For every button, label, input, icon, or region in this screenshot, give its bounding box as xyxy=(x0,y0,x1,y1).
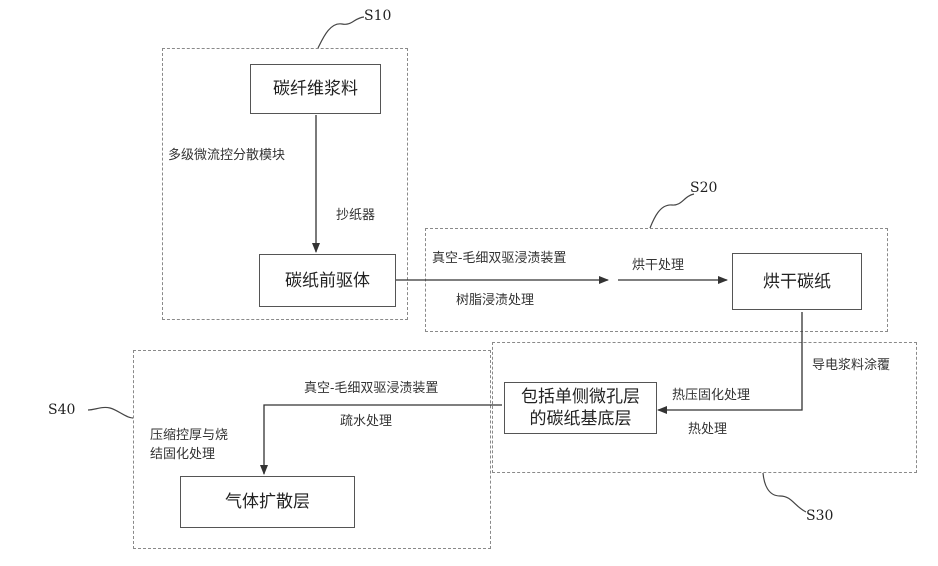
hydrophobic-label: 疏水处理 xyxy=(340,414,392,430)
resin-impregnation-label: 树脂浸渍处理 xyxy=(456,293,534,309)
paper-machine-label: 抄纸器 xyxy=(336,208,375,224)
compress-line-2: 结固化处理 xyxy=(150,445,228,464)
compress-line-1: 压缩控厚与烧 xyxy=(150,426,228,445)
s20-leader xyxy=(650,194,694,228)
s30-leader xyxy=(763,473,806,512)
substrate-line-1: 包括单侧微孔层 xyxy=(521,386,640,408)
substrate-line-2: 的碳纸基底层 xyxy=(530,408,632,430)
gas-diffusion-layer-box: 气体扩散层 xyxy=(180,476,355,528)
conductive-coating-label: 导电浆料涂覆 xyxy=(812,358,890,374)
step-s30-label: S30 xyxy=(806,508,833,524)
s10-leader xyxy=(318,17,364,48)
dried-paper-box: 烘干碳纸 xyxy=(732,253,862,310)
carbon-slurry-box: 碳纤维浆料 xyxy=(250,64,381,114)
vacuum-device-label-2: 真空-毛细双驱浸渍装置 xyxy=(304,381,438,397)
s40-leader xyxy=(88,407,133,418)
step-s10-label: S10 xyxy=(364,8,391,24)
microfluidic-module-label: 多级微流控分散模块 xyxy=(168,148,285,164)
vacuum-device-label-1: 真空-毛细双驱浸渍装置 xyxy=(432,251,566,267)
compress-sinter-label: 压缩控厚与烧 结固化处理 xyxy=(150,426,228,464)
step-s20-label: S20 xyxy=(690,180,717,196)
step-s40-label: S40 xyxy=(48,402,75,418)
hot-press-label: 热压固化处理 xyxy=(672,388,750,404)
substrate-layer-box: 包括单侧微孔层 的碳纸基底层 xyxy=(504,382,657,434)
drying-label: 烘干处理 xyxy=(632,258,684,274)
paper-precursor-box: 碳纸前驱体 xyxy=(259,254,396,307)
heat-treatment-label: 热处理 xyxy=(688,422,727,438)
